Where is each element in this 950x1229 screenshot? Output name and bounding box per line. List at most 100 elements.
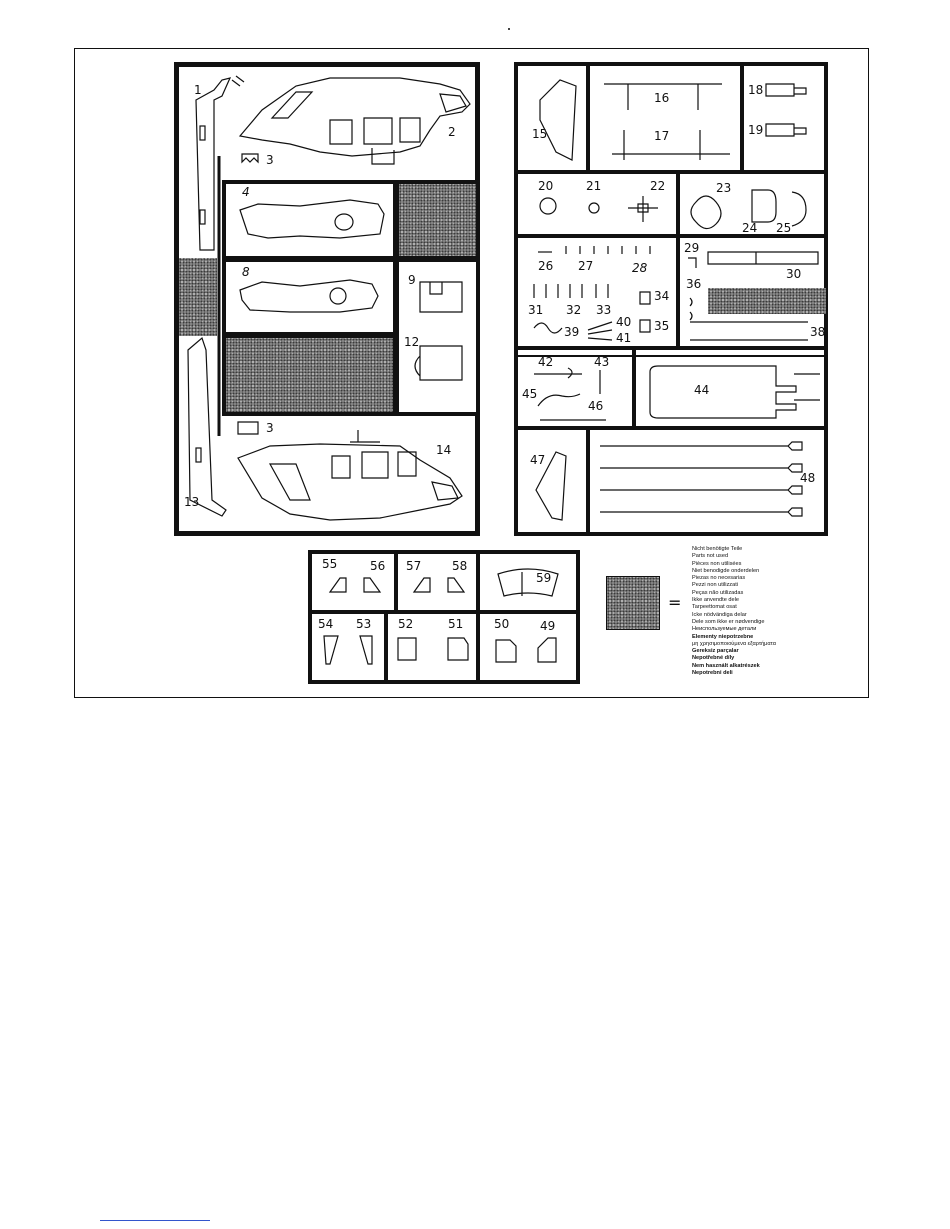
clear-part-59 xyxy=(497,568,559,597)
part-23 xyxy=(690,195,722,230)
part-number: 59 xyxy=(536,571,552,585)
part-25 xyxy=(791,191,807,227)
clear-part-55 xyxy=(328,577,347,593)
parts-sheet-frame xyxy=(74,48,869,698)
clear-part-54 xyxy=(323,635,339,665)
part-34 xyxy=(639,291,651,305)
part-29 xyxy=(688,257,697,268)
legend-line: Nepotrebni deli xyxy=(692,670,733,677)
part-36 xyxy=(689,297,693,321)
part-number: 30 xyxy=(786,267,802,281)
cell-52-51 xyxy=(384,610,480,684)
part-number: 58 xyxy=(452,559,468,573)
part-20 xyxy=(539,197,557,215)
part-number: 54 xyxy=(318,617,334,631)
part-number: 25 xyxy=(776,221,792,235)
part-47 xyxy=(535,451,567,521)
part-number: 3 xyxy=(266,421,274,435)
parts-31-33 xyxy=(533,284,609,298)
shaded-cell-unused-a xyxy=(395,180,480,260)
part-9 xyxy=(419,281,463,313)
cell-57-58 xyxy=(394,550,480,614)
part-16-17-struts xyxy=(623,84,701,160)
legend-line: Nem használt alkatrészek xyxy=(692,662,760,669)
clear-part-49 xyxy=(537,637,557,663)
part-2-tail xyxy=(371,148,395,165)
part-number: 47 xyxy=(530,453,546,467)
part-44-tail xyxy=(794,373,820,401)
legend-line: Nicht benötigte Teile xyxy=(692,546,743,552)
part-2-fuselage xyxy=(238,77,471,157)
part-2-nose xyxy=(439,93,467,113)
cell-48 xyxy=(586,426,828,536)
part-number: 41 xyxy=(616,331,632,345)
cell-50-49 xyxy=(476,610,580,684)
part-19 xyxy=(765,123,807,137)
part-number: 28 xyxy=(632,261,648,275)
part-21 xyxy=(588,202,600,214)
part-number: 32 xyxy=(566,303,582,317)
part-number: 34 xyxy=(654,289,670,303)
legend-line: Nepotřebné díly xyxy=(692,655,735,662)
part-number: 20 xyxy=(538,179,554,193)
part-14-rotor-mast xyxy=(350,430,380,443)
part-15 xyxy=(539,79,577,161)
part-number: 44 xyxy=(694,383,710,397)
part-48-blade-2 xyxy=(600,463,803,473)
part-22 xyxy=(628,196,658,222)
part-number: 55 xyxy=(322,557,338,571)
clear-part-51 xyxy=(447,637,469,661)
part-number: 3 xyxy=(266,153,274,167)
legend-swatch-unused xyxy=(606,576,660,630)
part-number: 4 xyxy=(242,185,250,199)
part-number: 49 xyxy=(540,619,556,633)
part-42-43 xyxy=(534,367,601,394)
part-4-hole xyxy=(334,213,354,231)
part-number: 13 xyxy=(184,495,200,509)
part-14-windows xyxy=(268,451,459,501)
stray-dot xyxy=(508,28,510,30)
part-number: 14 xyxy=(436,443,452,457)
clear-part-53 xyxy=(359,635,373,665)
footer-rule xyxy=(100,1220,210,1221)
part-35 xyxy=(639,319,651,333)
part-number: 17 xyxy=(654,129,670,143)
clear-part-56 xyxy=(363,577,382,593)
part-number: 29 xyxy=(684,241,700,255)
shaded-cell-unused-b xyxy=(222,334,397,416)
part-number: 48 xyxy=(800,471,816,485)
legend-line: Ikke anvendte dele xyxy=(692,597,739,604)
legend-line: μη χρησιμοποιούμενα εξαρτήματα xyxy=(692,640,776,647)
part-number: 35 xyxy=(654,319,670,333)
part-number: 53 xyxy=(356,617,372,631)
part-number: 57 xyxy=(406,559,422,573)
legend-line: Gereksiz parçalar xyxy=(692,648,739,655)
part-39 xyxy=(533,322,563,334)
part-1-tabs xyxy=(231,75,245,87)
part-number: 23 xyxy=(716,181,732,195)
part-number: 19 xyxy=(748,123,764,137)
part-number: 36 xyxy=(686,277,702,291)
part-13-slot xyxy=(195,447,202,463)
part-number: 26 xyxy=(538,259,554,273)
part-number: 38 xyxy=(810,325,826,339)
legend-line: Niet benodigde onderdelen xyxy=(692,567,760,574)
part-number: 15 xyxy=(532,127,548,141)
part-number: 24 xyxy=(742,221,758,235)
part-3-b xyxy=(237,421,259,435)
part-number: 27 xyxy=(578,259,594,273)
part-number: 39 xyxy=(564,325,580,339)
part-number: 22 xyxy=(650,179,666,193)
legend-line: Неиспользуемые детали xyxy=(692,626,757,633)
clear-part-58 xyxy=(447,577,466,593)
part-40-41 xyxy=(587,321,613,341)
cell-26-41 xyxy=(514,234,680,350)
part-number: 31 xyxy=(528,303,544,317)
part-44-body xyxy=(649,365,797,419)
part-number: 50 xyxy=(494,617,510,631)
legend-line: Pezzi non utilizzati xyxy=(692,582,739,589)
shaded-strip-36 xyxy=(708,288,826,314)
parts-27-28 xyxy=(565,246,651,254)
clear-part-50 xyxy=(495,639,517,663)
